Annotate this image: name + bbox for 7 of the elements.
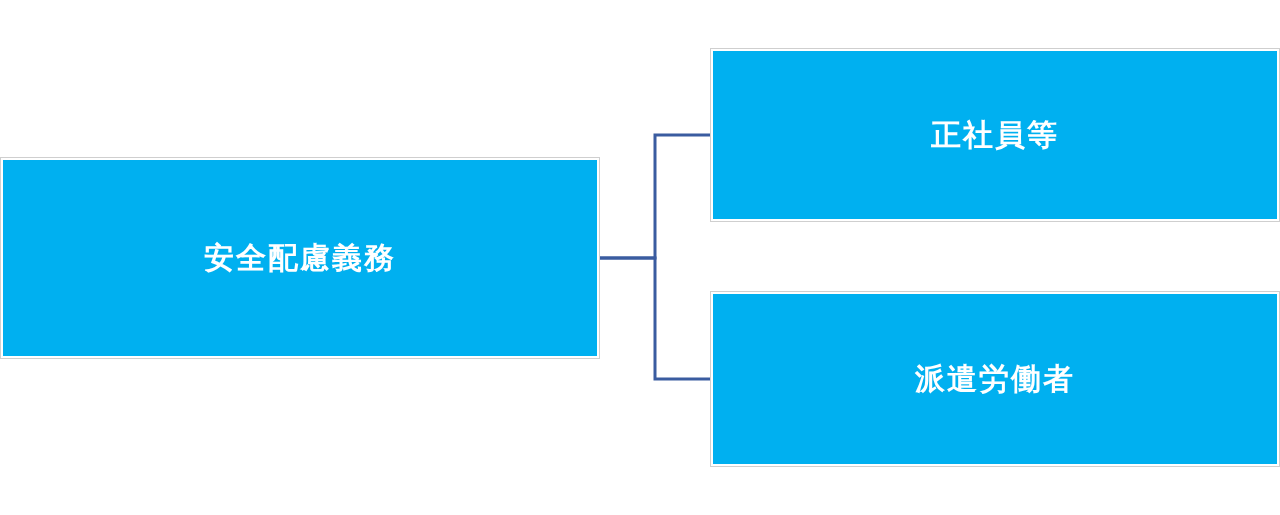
process-box: [710, 291, 1280, 467]
box-label: 正社員等: [931, 115, 1059, 154]
process-box: [710, 48, 1280, 222]
connector-line: [600, 256, 710, 381]
box-label: 安全配慮義務: [204, 238, 396, 277]
process-box: [0, 157, 600, 359]
box-label: 派遣労働者: [915, 359, 1075, 398]
